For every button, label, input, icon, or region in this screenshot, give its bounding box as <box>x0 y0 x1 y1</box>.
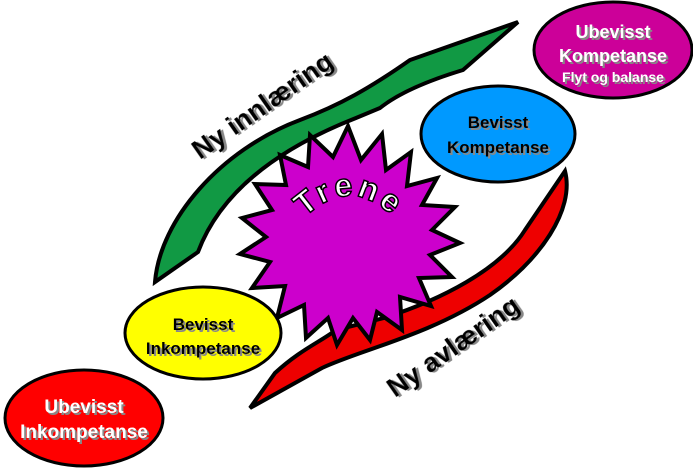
trene-starburst <box>235 120 466 350</box>
svg-text:Flyt og balanse: Flyt og balanse <box>562 69 664 85</box>
svg-text:Inkompetanse: Inkompetanse <box>146 339 260 358</box>
svg-text:Inkompetanse: Inkompetanse <box>20 422 148 443</box>
stage-ubevisst-inkompetanse: Ubevisst Inkompetanse <box>3 368 165 468</box>
svg-text:Ubevisst: Ubevisst <box>44 397 124 418</box>
svg-text:Bevisst: Bevisst <box>173 315 234 334</box>
stage-ubevisst-kompetanse: Ubevisst Kompetanse Flyt og balanse <box>532 0 693 100</box>
stage-bevisst-kompetanse: Bevisst Kompetanse <box>419 84 577 184</box>
svg-text:Kompetanse: Kompetanse <box>559 46 667 66</box>
svg-text:Kompetanse: Kompetanse <box>447 138 549 157</box>
svg-text:Bevisst: Bevisst <box>468 113 529 132</box>
stage-bevisst-inkompetanse: Bevisst Inkompetanse <box>123 285 283 381</box>
ny-avlaering-arrow <box>248 166 569 410</box>
svg-text:Ubevisst: Ubevisst <box>575 22 650 42</box>
